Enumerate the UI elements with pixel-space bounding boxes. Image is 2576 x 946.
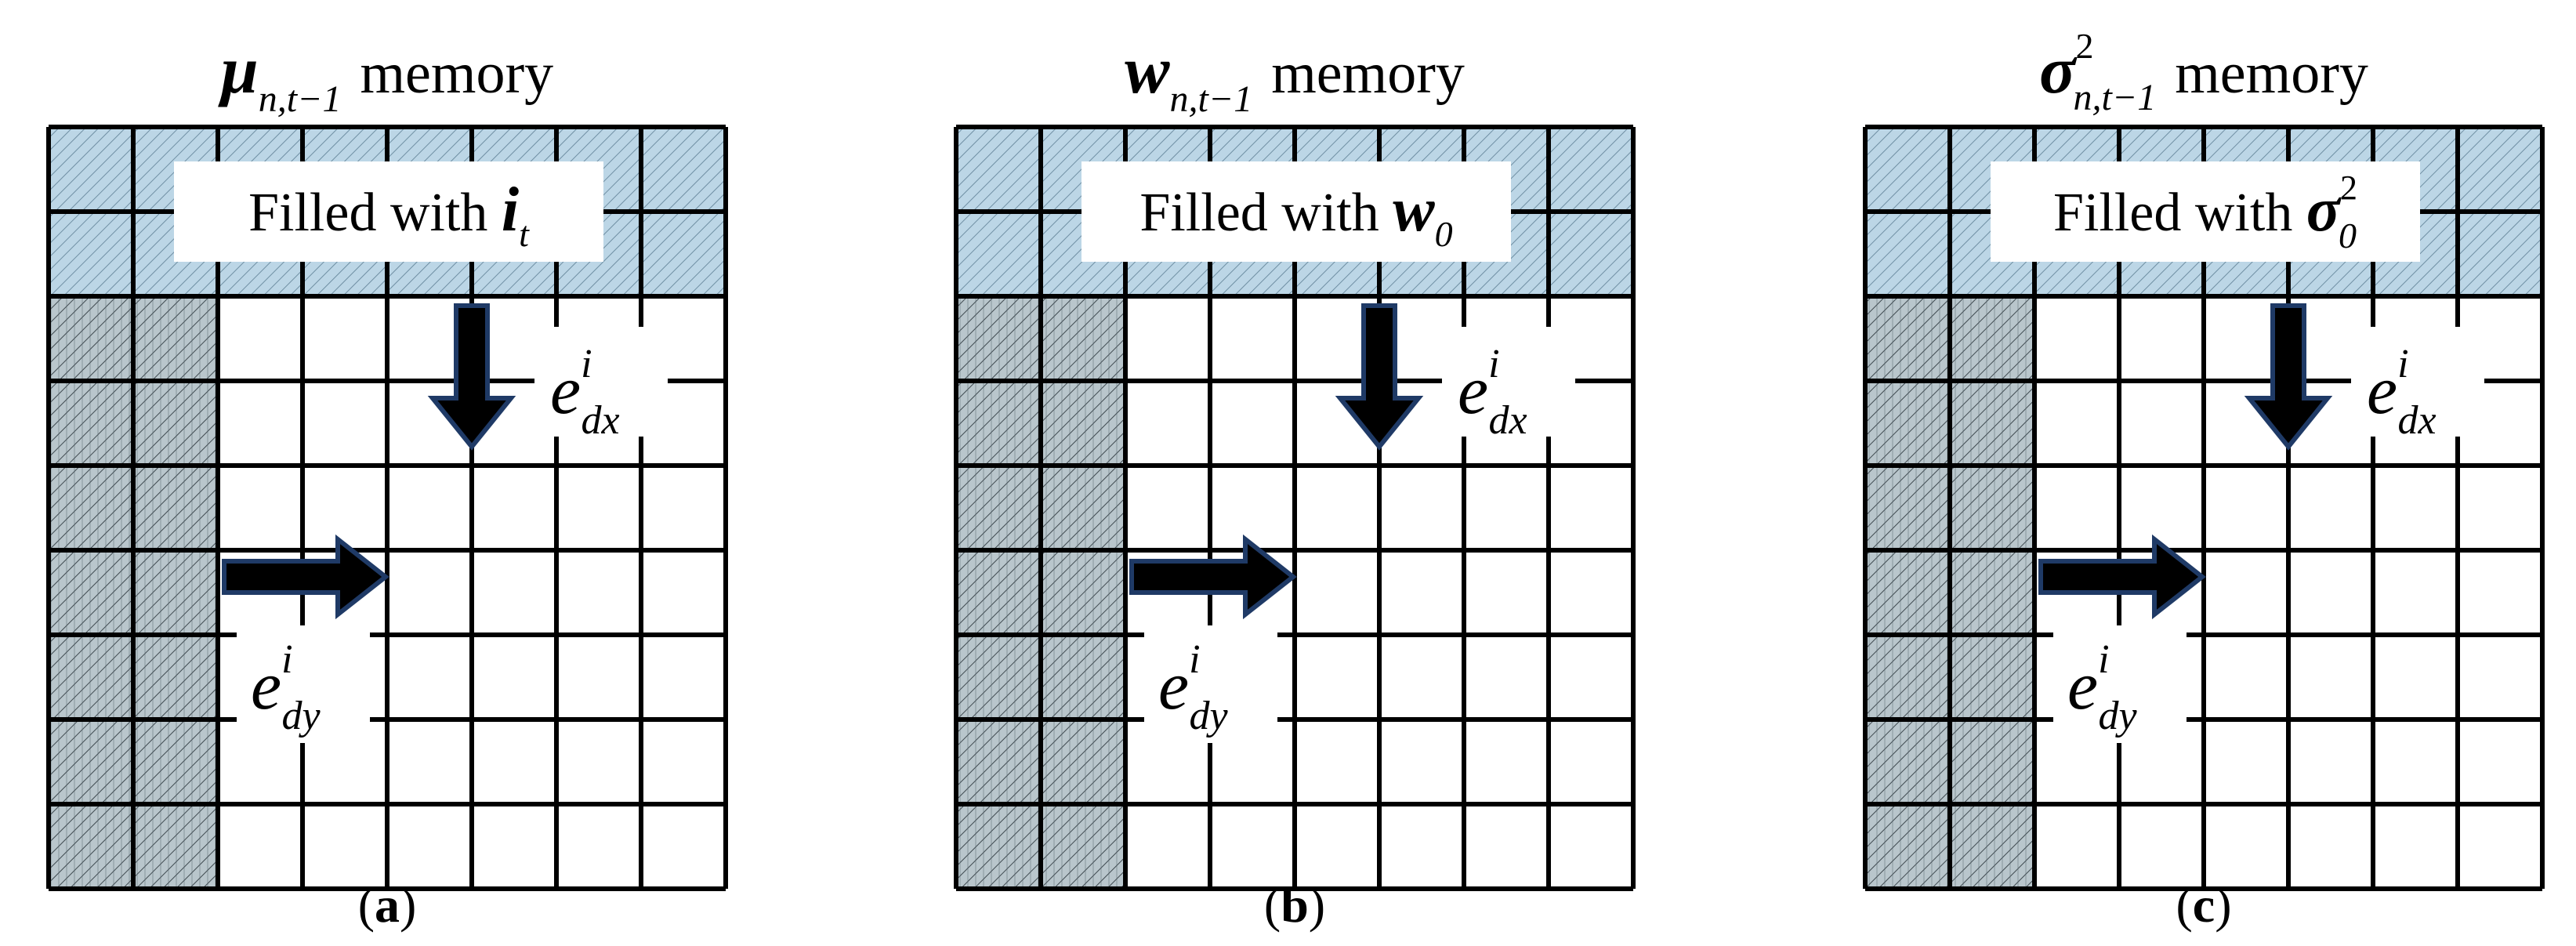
dy-label: ei dy [1158,637,1229,738]
fill-label-box [1081,161,1511,262]
fill-label: Filled with w0 [1139,176,1452,254]
dx-label-box [2351,327,2484,437]
dy-label-superscript: i [2098,637,2109,682]
fill-label-prefix: Filled with [1139,183,1393,243]
dy-label-subscript: dy [282,694,321,738]
fill-label-symbol: i [502,176,519,245]
right-arrow-dy [1129,534,1297,620]
dx-label-box [534,327,668,437]
fill-label: Filled with it [248,176,530,254]
caption-close: ) [1309,877,1325,933]
fill-label-subscript: t [519,214,530,254]
panel-caption: (b) [1264,877,1325,933]
caption-close: ) [2215,877,2231,933]
fill-label-prefix: Filled with [248,183,502,243]
dy-label-box [237,625,370,743]
down-arrow-dx [1335,303,1424,451]
title-subscript: n,t−1 [2074,77,2157,118]
dx-label-superscript: i [1488,342,1499,386]
dy-label: ei dy [251,637,321,738]
fill-label-symbol: σ [2306,176,2342,245]
caption-open: ( [2176,877,2192,933]
dx-label-subscript: dx [1489,398,1527,443]
right-arrow-dy [222,534,389,620]
dx-label: ei dx [550,342,620,443]
title-word: memory [1271,42,1465,106]
down-arrow-dx [2244,303,2333,451]
dx-label-superscript: i [2397,342,2408,386]
caption-letter: a [375,877,400,933]
title-superscript: 2 [2076,26,2094,66]
dx-label-subscript: dx [582,398,620,443]
title-subscript: n,t−1 [1170,78,1253,120]
caption-letter: c [2193,877,2215,933]
caption-letter: b [1281,877,1309,933]
panel-title: σ2 n,t−1 memory [2039,26,2368,118]
dx-label-superscript: i [581,342,592,386]
panel-title: wn,t−1 memory [1125,32,1465,120]
fill-label-superscript: 2 [2340,169,2357,207]
dy-label-superscript: i [1189,637,1200,682]
fill-label: Filled with σ2 0 [2053,169,2357,256]
dx-label: ei dx [1458,342,1527,443]
dx-label-base: e [550,353,581,429]
caption-close: ) [400,877,416,933]
right-arrow-dy [2038,534,2206,620]
dy-label-subscript: dy [2099,694,2138,738]
panel-title: μn,t−1 memory [218,32,553,120]
fill-label-box [174,161,603,262]
title-subscript: n,t−1 [259,78,342,120]
dy-label-base: e [251,648,281,724]
fill-label-prefix: Filled with [2053,183,2306,243]
dy-label: ei dy [2067,637,2138,738]
dy-label-base: e [1158,648,1189,724]
fill-label-subscript: 0 [2339,216,2357,256]
panel-caption: (c) [2176,877,2231,933]
dx-label: ei dx [2367,342,2437,443]
dx-label-subscript: dx [2398,398,2437,443]
title-symbol: σ [2039,32,2078,107]
down-arrow-dx [427,303,516,451]
panel-caption: (a) [358,877,417,933]
fill-label-box [1991,161,2420,262]
dy-label-box [2053,625,2187,743]
fill-label-symbol: w [1393,176,1435,245]
dy-label-superscript: i [281,637,292,682]
dy-label-subscript: dy [1190,694,1229,738]
caption-open: ( [358,877,375,933]
dx-label-base: e [1458,353,1488,429]
dy-label-base: e [2067,648,2098,724]
caption-open: ( [1264,877,1281,933]
fill-label-subscript: 0 [1435,214,1453,254]
title-symbol: μ [218,32,259,107]
title-word: memory [2175,42,2368,106]
dx-label-base: e [2367,353,2397,429]
title-word: memory [360,42,553,106]
dx-label-box [1442,327,1575,437]
dy-label-box [1144,625,1277,743]
title-symbol: w [1125,32,1170,107]
